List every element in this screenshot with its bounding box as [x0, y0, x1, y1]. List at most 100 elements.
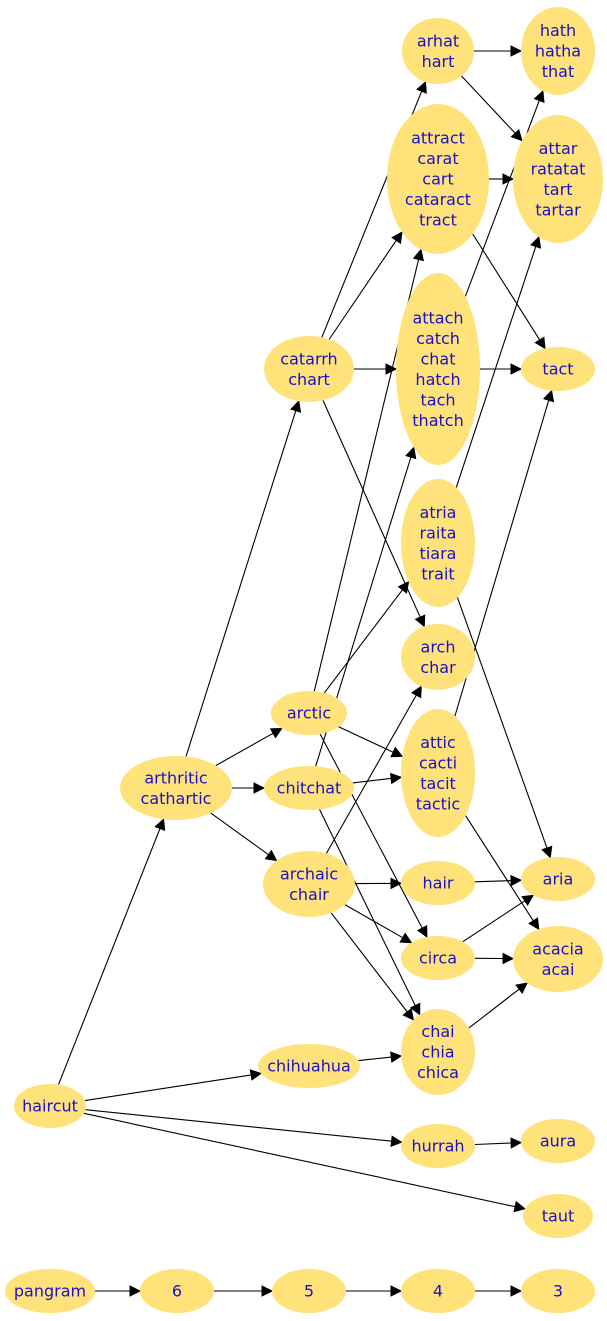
- node-aura[interactable]: aura: [521, 1119, 595, 1163]
- edge-line: [465, 815, 534, 922]
- arrowhead-icon: [390, 772, 403, 785]
- node-label: circa: [419, 949, 457, 968]
- node-label: haircut: [22, 1097, 78, 1116]
- node-label: catch: [416, 329, 460, 348]
- arrowhead-icon: [390, 877, 403, 890]
- node-label: aria: [543, 870, 574, 889]
- edge-line: [325, 694, 417, 854]
- node-pangram[interactable]: pangram: [5, 1269, 95, 1313]
- node-taut[interactable]: taut: [523, 1194, 593, 1238]
- node-label: arthritic: [144, 768, 207, 787]
- edge-line: [319, 809, 416, 1006]
- node-label: hath: [540, 21, 576, 40]
- arrowhead-icon: [399, 932, 413, 944]
- node-arhat[interactable]: arhat hart: [402, 18, 474, 84]
- node-n6[interactable]: 6: [140, 1269, 214, 1313]
- node-label: pangram: [14, 1282, 86, 1301]
- edge-line: [210, 812, 269, 856]
- node-label: cacti: [419, 753, 457, 772]
- edge-n5-to-n4: [346, 1285, 403, 1297]
- arrowhead-icon: [405, 446, 417, 460]
- edge-haircut-to-hurrah: [85, 1109, 403, 1147]
- edge-chihuahua-to-chai: [358, 1051, 403, 1063]
- node-n5[interactable]: 5: [272, 1269, 346, 1313]
- edge-line: [83, 1112, 516, 1208]
- edge-arthritic-to-catarrh: [185, 400, 302, 757]
- node-aria[interactable]: aria: [521, 857, 595, 901]
- node-label: arctic: [287, 704, 331, 723]
- arrowhead-icon: [533, 90, 545, 104]
- edge-line: [84, 1074, 252, 1102]
- edge-atria-to-attar: [455, 235, 542, 488]
- edge-line: [322, 400, 421, 618]
- arrowhead-icon: [521, 894, 535, 906]
- edge-line: [455, 246, 537, 488]
- edge-attract-to-attar: [489, 173, 515, 185]
- node-label: catarrh: [280, 349, 337, 368]
- arrowhead-icon: [541, 845, 553, 859]
- arrowhead-icon: [390, 1135, 403, 1147]
- node-label: arhat: [417, 31, 459, 50]
- node-chitchat[interactable]: chitchat: [264, 766, 354, 810]
- node-label: tartar: [535, 200, 581, 219]
- edge-line: [328, 239, 397, 340]
- edge-line: [461, 75, 516, 134]
- node-arctic[interactable]: arctic: [271, 691, 347, 735]
- node-ellipse: [521, 857, 595, 901]
- arrowhead-icon: [513, 1200, 526, 1213]
- node-circa[interactable]: circa: [401, 936, 475, 980]
- edge-atria-to-aria: [456, 597, 553, 859]
- edge-haircut-to-taut: [83, 1112, 526, 1213]
- arrowhead-icon: [412, 248, 425, 262]
- node-ellipse: [5, 1269, 95, 1313]
- edge-line: [468, 988, 520, 1029]
- arrowhead-icon: [515, 982, 528, 994]
- edge-haircut-to-chihuahua: [84, 1069, 263, 1102]
- node-label: tract: [419, 211, 457, 230]
- edge-arthritic-to-archaic: [210, 812, 278, 862]
- edge-archaic-to-chai: [330, 912, 415, 1021]
- node-ellipse: [401, 479, 475, 607]
- arrowhead-icon: [542, 389, 555, 403]
- node-n4[interactable]: 4: [401, 1269, 475, 1313]
- node-label: chai: [421, 1022, 454, 1041]
- node-ellipse: [272, 1269, 346, 1313]
- node-label: tart: [544, 180, 573, 199]
- arrowhead-icon: [502, 173, 515, 185]
- arrowhead-icon: [530, 235, 542, 249]
- node-tact[interactable]: tact: [521, 347, 595, 391]
- edge-archaic-to-arch: [325, 685, 422, 854]
- arrowhead-icon: [510, 1285, 523, 1297]
- node-label: hatch: [415, 370, 460, 389]
- node-hair[interactable]: hair: [401, 861, 475, 905]
- node-n3[interactable]: 3: [521, 1269, 595, 1313]
- edge-circa-to-aria: [462, 894, 535, 943]
- edge-line: [456, 597, 548, 849]
- node-hurrah[interactable]: hurrah: [401, 1124, 475, 1168]
- node-ellipse: [513, 926, 603, 992]
- edge-arthritic-to-chitchat: [232, 782, 266, 794]
- node-label: acai: [542, 960, 575, 979]
- edge-archaic-to-circa: [344, 904, 413, 944]
- node-chihuahua[interactable]: chihuahua: [258, 1044, 360, 1088]
- edge-line: [352, 777, 392, 784]
- node-haircut[interactable]: haircut: [14, 1084, 86, 1128]
- node-label: hart: [422, 52, 455, 71]
- node-label: 4: [433, 1282, 443, 1301]
- arrowhead-icon: [510, 363, 523, 375]
- arrowhead-icon: [264, 849, 278, 862]
- arrowhead-icon: [414, 614, 426, 628]
